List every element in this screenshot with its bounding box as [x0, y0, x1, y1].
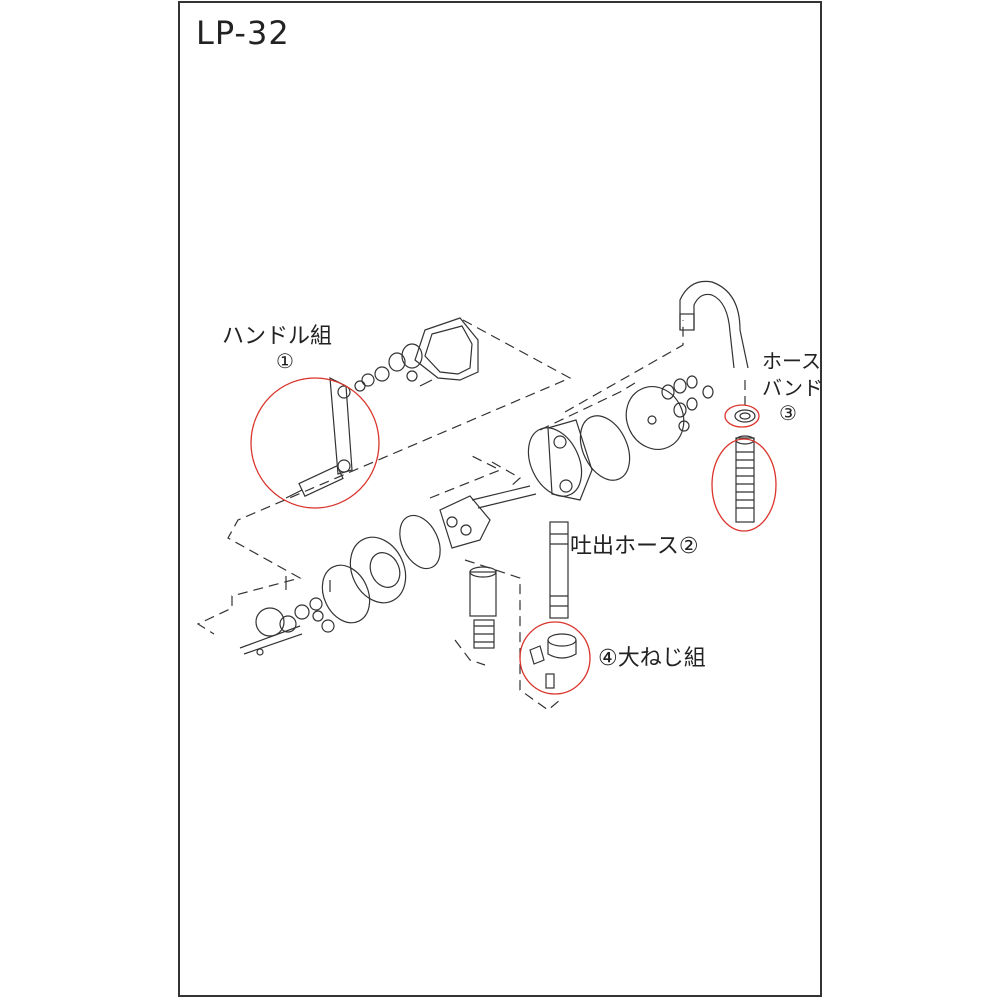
hose-band-label-line1: ホース [762, 349, 821, 373]
flex-hose [735, 435, 755, 523]
handle-assembly [285, 376, 366, 499]
gear-housing [361, 317, 479, 387]
gear-parts [239, 576, 335, 656]
discharge-hose [549, 521, 569, 619]
hose-band-label-line2: バンド [762, 376, 823, 400]
big-screw-highlight-circle [519, 621, 591, 695]
spout-pipe [679, 280, 749, 369]
discharge-hose-label: 吐出ホース② [570, 534, 699, 559]
big-screw-set-label: ④大ねじ組 [598, 646, 706, 671]
handle-set-number: ① [276, 349, 294, 373]
big-screw [529, 633, 577, 689]
hose-band-part [734, 409, 756, 423]
pump-body [527, 386, 685, 501]
washers [661, 375, 714, 432]
handle-highlight-circle [250, 377, 380, 509]
handle-set-label: ハンドル組 [222, 324, 333, 349]
hose-band-number: ③ [779, 401, 797, 425]
model-title: LP-32 [196, 14, 290, 52]
flex-hose-highlight-circle [711, 438, 777, 532]
hose-band-highlight-circle [724, 404, 760, 428]
drawing-frame [178, 1, 822, 997]
piston-assembly [321, 485, 537, 624]
assembly-guide-lines [196, 319, 746, 711]
strainer [469, 566, 497, 649]
